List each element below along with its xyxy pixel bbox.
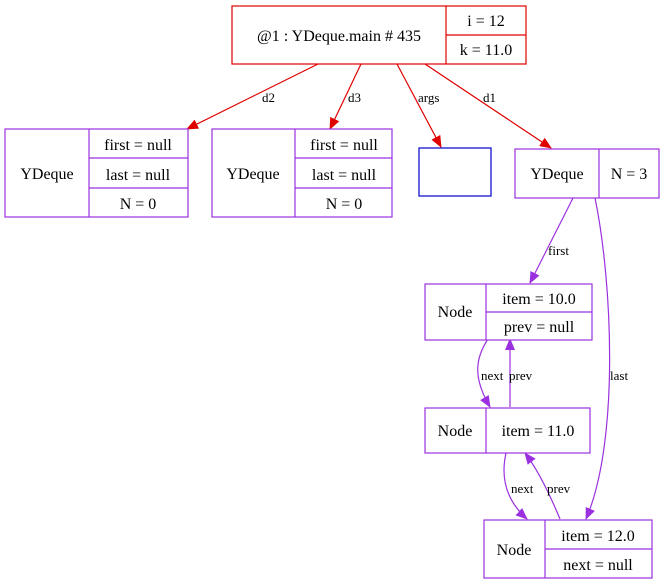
node-3-type: Node — [497, 542, 532, 559]
node-1-type: Node — [438, 304, 473, 321]
edge-next-1 — [477, 338, 491, 408]
ydeque-d2-type: YDeque — [20, 166, 73, 183]
edge-d2 — [186, 63, 319, 130]
ydeque-d2-field-last: last = null — [106, 167, 171, 184]
node-3-field-next: next = null — [563, 557, 633, 574]
ydeque-d2-field-n: N = 0 — [120, 196, 157, 213]
edge-prev-2 — [524, 452, 561, 520]
edge-d1 — [424, 63, 552, 149]
ydeque-d3-field-first: first = null — [310, 137, 378, 154]
ydeque-d3-type: YDeque — [226, 166, 279, 183]
edge-label-d3: d3 — [348, 90, 361, 105]
edge-label-next-1: next — [481, 368, 504, 383]
node-1: Node item = 10.0 prev = null — [424, 283, 593, 341]
edge-label-prev-1: prev — [509, 368, 533, 383]
node-2-type: Node — [438, 423, 473, 440]
ydeque-d1-type: YDeque — [530, 166, 583, 183]
node-3-field-item: item = 12.0 — [561, 528, 634, 545]
edge-first — [529, 197, 574, 284]
edge-last — [585, 197, 611, 520]
edge-label-last: last — [610, 368, 628, 383]
ydeque-d3-field-last: last = null — [312, 167, 377, 184]
edge-d3 — [329, 63, 362, 130]
node-1-field-item: item = 10.0 — [502, 291, 575, 308]
ydeque-d1-field-n: N = 3 — [611, 166, 648, 183]
frame-field-k: k = 11.0 — [460, 42, 512, 59]
node-2: Node item = 11.0 — [424, 407, 591, 454]
frame-label: @1 : YDeque.main # 435 — [257, 28, 421, 45]
edge-label-args: args — [418, 90, 439, 105]
frame-field-i: i = 12 — [467, 13, 504, 30]
edge-label-first: first — [548, 243, 569, 258]
ydeque-d1-node: YDeque N = 3 — [514, 148, 660, 199]
edge-label-next-2: next — [511, 481, 534, 496]
ydeque-d2-field-first: first = null — [104, 137, 172, 154]
frame-node: @1 : YDeque.main # 435 i = 12 k = 11.0 — [231, 5, 527, 65]
ydeque-d3-node: YDeque first = null last = null N = 0 — [211, 128, 393, 218]
edge-label-prev-2: prev — [547, 481, 571, 496]
node-2-field-item: item = 11.0 — [502, 423, 575, 440]
node-3: Node item = 12.0 next = null — [483, 519, 653, 579]
edge-args — [396, 63, 442, 148]
edge-label-d2: d2 — [262, 90, 275, 105]
ydeque-d3-field-n: N = 0 — [326, 196, 363, 213]
ydeque-d2-node: YDeque first = null last = null N = 0 — [4, 128, 189, 218]
node-1-field-prev: prev = null — [504, 319, 575, 336]
edges: d2 d3 args d1 first last next prev next … — [186, 63, 628, 520]
edge-label-d1: d1 — [483, 90, 496, 105]
args-array-node — [418, 147, 492, 197]
edge-next-2 — [503, 452, 528, 520]
